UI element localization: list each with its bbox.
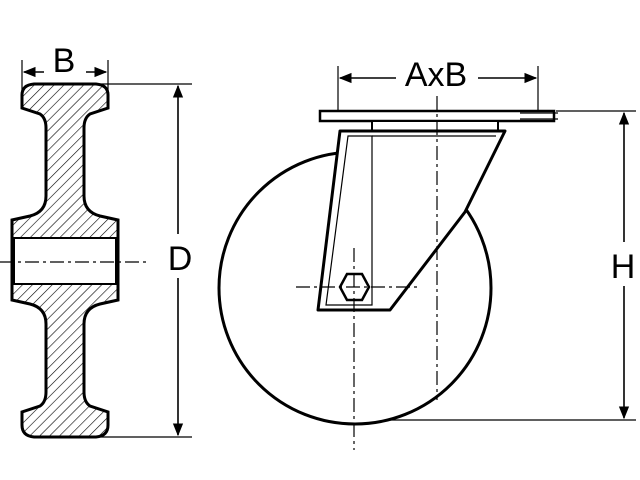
caster-fork: [316, 129, 507, 312]
label-wheel-width: B: [53, 42, 76, 80]
caster-side-view: AxB H: [217, 52, 640, 450]
label-plate-size: AxB: [405, 56, 467, 94]
label-height: H: [611, 248, 636, 286]
wheel-section-view: B D: [0, 42, 196, 439]
label-wheel-diameter: D: [168, 240, 193, 278]
wheel-hub-bore: [13, 237, 117, 285]
